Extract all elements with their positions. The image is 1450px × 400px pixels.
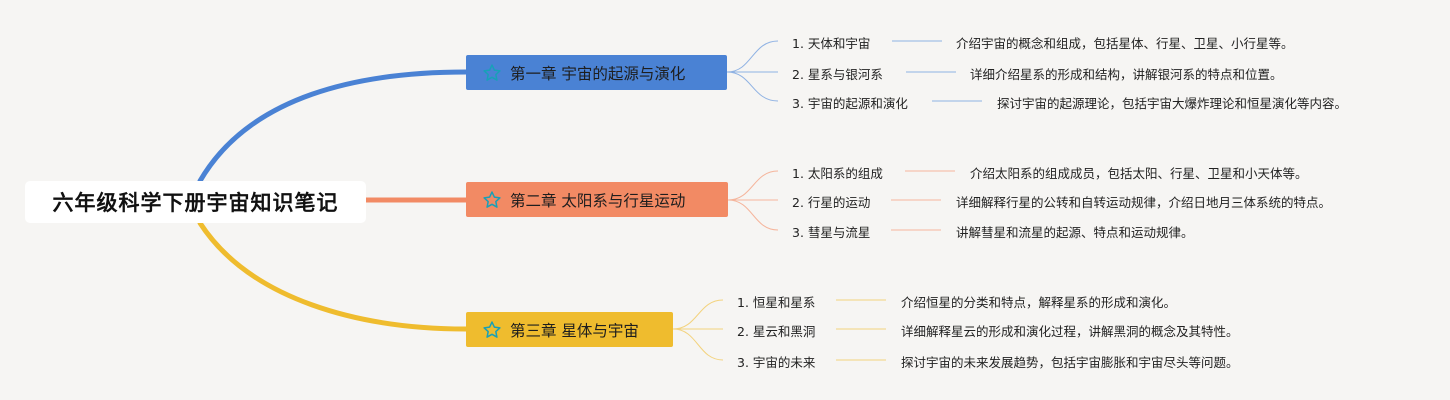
chapter-3-topic-1[interactable]: 1. 恒星和星系 [737, 295, 816, 310]
chapter-2-topic-3[interactable]: 3. 彗星与流星 [792, 225, 871, 240]
chapter-3-topic-3[interactable]: 3. 宇宙的未来 [737, 355, 816, 370]
chapter-2-title: 第二章 太阳系与行星运动 [510, 191, 686, 210]
chapter-2-desc-1: 介绍太阳系的组成成员，包括太阳、行星、卫星和小天体等。 [970, 166, 1308, 181]
branch-line-1 [197, 69, 469, 184]
chapter-3-topic-2[interactable]: 2. 星云和黑洞 [737, 324, 816, 339]
chapter-3-desc-3: 探讨宇宙的未来发展趋势，包括宇宙膨胀和宇宙尽头等问题。 [901, 355, 1239, 370]
chapter-2-topic-2[interactable]: 2. 行星的运动 [792, 195, 871, 210]
root-title[interactable]: 六年级科学下册宇宙知识笔记 [25, 181, 366, 223]
chapter-3-desc-2: 详细解释星云的形成和演化过程，讲解黑洞的概念及其特性。 [901, 324, 1239, 339]
chapter-2-topic-1[interactable]: 1. 太阳系的组成 [792, 166, 883, 181]
chapter-2-desc-3: 讲解彗星和流星的起源、特点和运动规律。 [956, 225, 1194, 240]
chapter-2-desc-2: 详细解释行星的公转和自转运动规律，介绍日地月三体系统的特点。 [956, 195, 1332, 210]
chapter-1-title: 第一章 宇宙的起源与演化 [510, 64, 686, 83]
chapter-3-node[interactable]: 第三章 星体与宇宙 [466, 312, 673, 347]
chapter-1-topic-3[interactable]: 3. 宇宙的起源和演化 [792, 96, 908, 111]
star-outline-icon [483, 190, 501, 208]
chapter-1-topic-1[interactable]: 1. 天体和宇宙 [792, 36, 871, 51]
chapter-3-desc-1: 介绍恒星的分类和特点，解释星系的形成和演化。 [901, 295, 1177, 310]
chapter-1-desc-1: 介绍宇宙的概念和组成，包括星体、行星、卫星、小行星等。 [956, 36, 1294, 51]
chapter-1-node[interactable]: 第一章 宇宙的起源与演化 [466, 55, 727, 90]
chapter-1-desc-2: 详细介绍星系的形成和结构，讲解银河系的特点和位置。 [970, 67, 1283, 82]
chapter-1-desc-3: 探讨宇宙的起源理论，包括宇宙大爆炸理论和恒星演化等内容。 [997, 96, 1348, 111]
star-outline-icon [483, 320, 501, 338]
star-outline-icon [483, 63, 501, 81]
chapter-2-node[interactable]: 第二章 太阳系与行星运动 [466, 182, 728, 217]
branch-line-3 [197, 220, 469, 332]
chapter-1-topic-2[interactable]: 2. 星系与银河系 [792, 67, 883, 82]
chapter-3-title: 第三章 星体与宇宙 [510, 321, 639, 340]
